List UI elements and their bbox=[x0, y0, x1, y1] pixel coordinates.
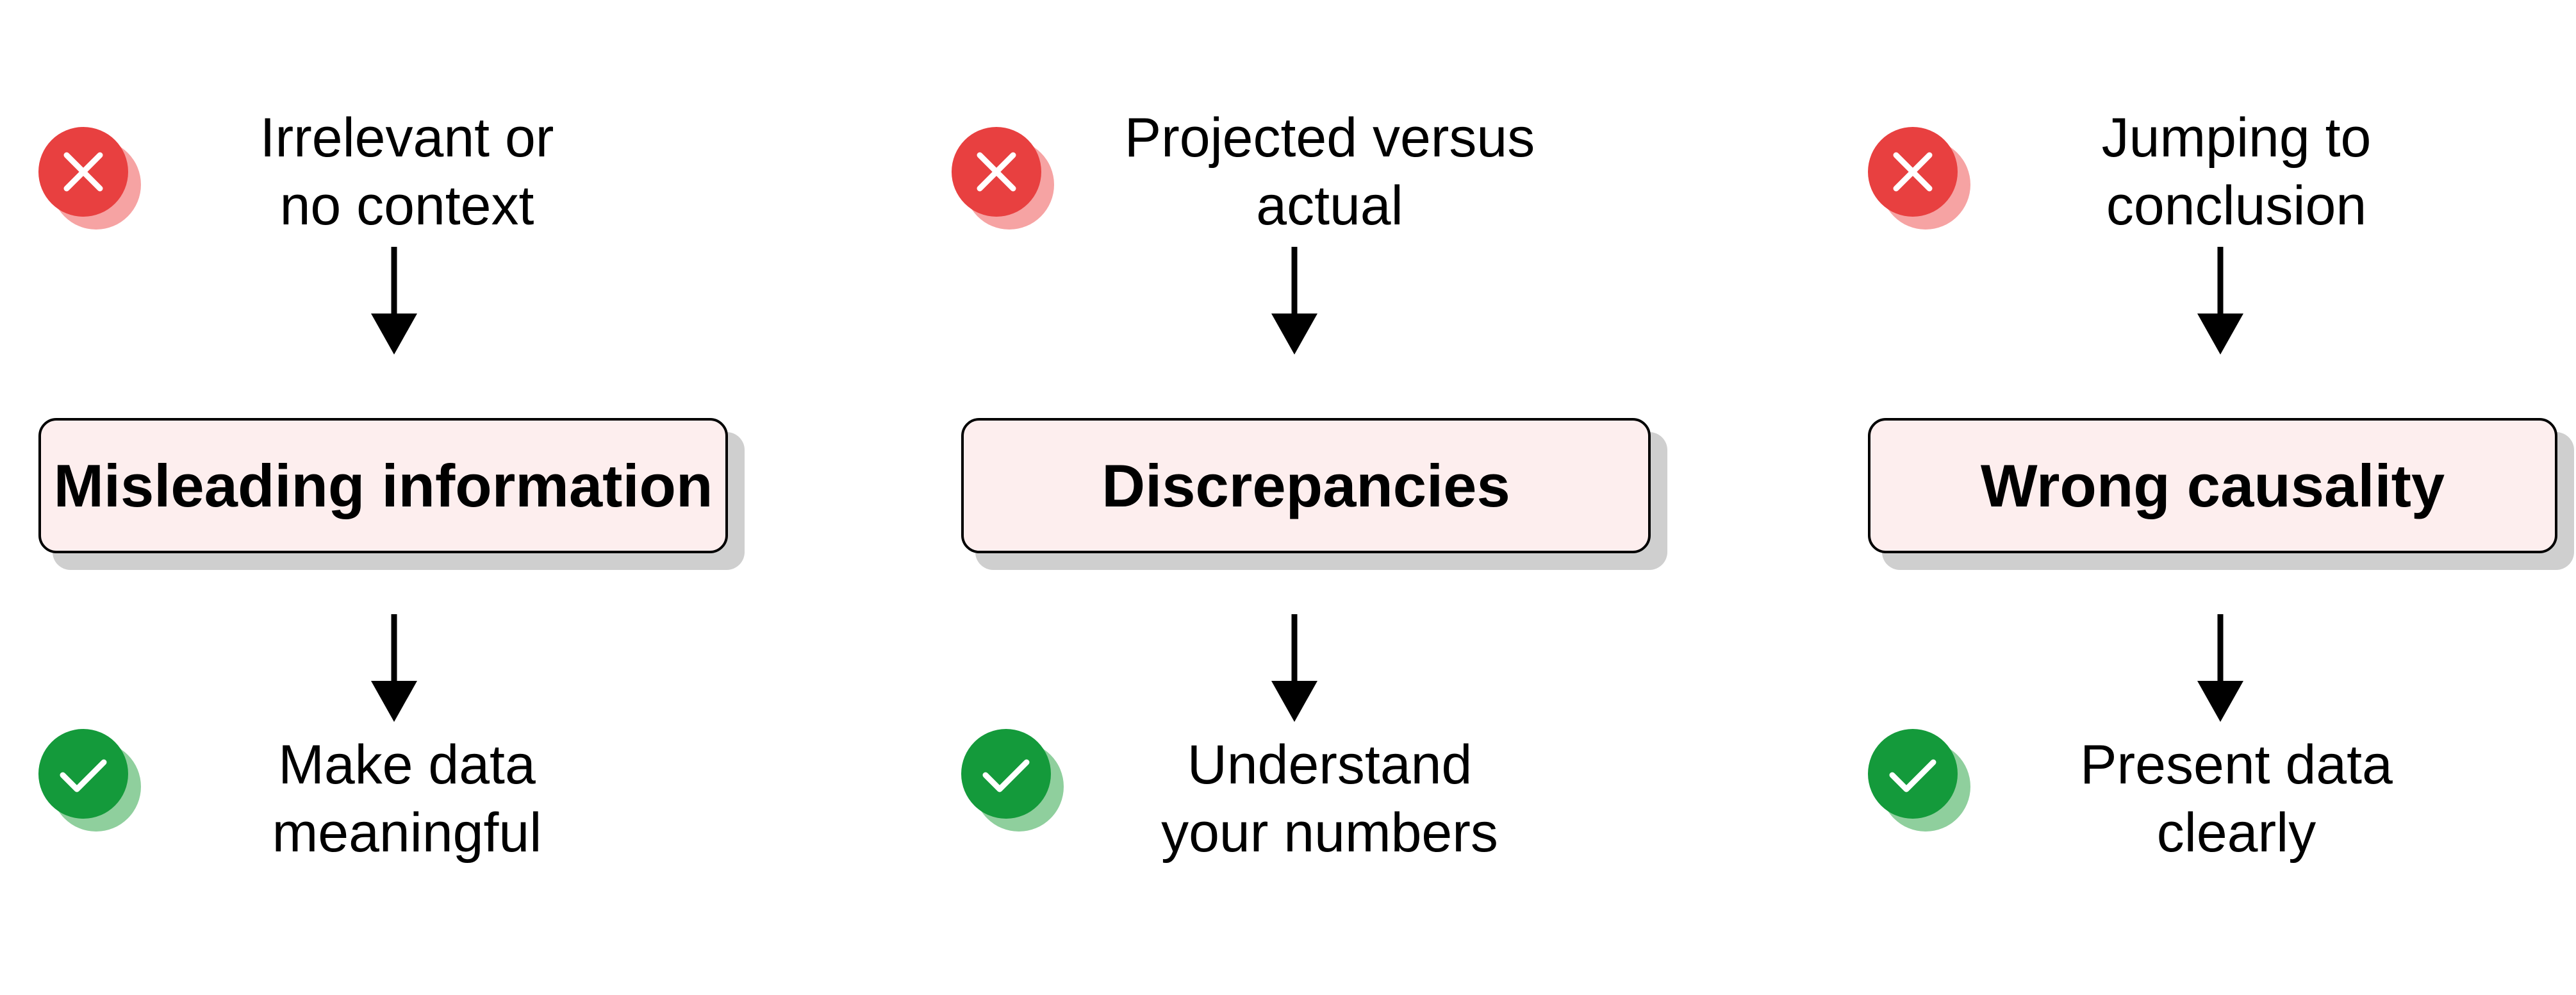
solution-label: Make data meaningful bbox=[272, 734, 542, 864]
arrow-down-icon bbox=[371, 614, 417, 722]
checkmark-icon bbox=[38, 729, 141, 832]
arrow-down-icon bbox=[2197, 247, 2243, 355]
box-title: Wrong causality bbox=[1868, 418, 2557, 553]
box-title: Misleading information bbox=[38, 418, 728, 553]
problem-label: Projected versus actual bbox=[1124, 107, 1535, 237]
checkmark-icon bbox=[1868, 729, 1970, 832]
arrow-down-icon bbox=[2197, 614, 2243, 722]
column-wrong-causality: Jumping to conclusion Wrong causality Pr… bbox=[1868, 0, 2576, 995]
problem-label: Irrelevant or no context bbox=[260, 107, 554, 237]
cross-icon bbox=[952, 127, 1054, 230]
arrow-down-icon bbox=[371, 247, 417, 355]
solution-label: Understand your numbers bbox=[1161, 734, 1498, 864]
problem-label: Jumping to conclusion bbox=[2101, 107, 2372, 237]
arrow-down-icon bbox=[1271, 614, 1317, 722]
column-discrepancies: Projected versus actual Discrepancies Un… bbox=[952, 0, 1698, 995]
arrow-down-icon bbox=[1271, 247, 1317, 355]
checkmark-icon bbox=[961, 729, 1064, 832]
cross-icon bbox=[38, 127, 141, 230]
solution-label: Present data clearly bbox=[2080, 734, 2393, 864]
cross-icon bbox=[1868, 127, 1970, 230]
column-misleading-information: Irrelevant or no context Misleading info… bbox=[38, 0, 775, 995]
box-title: Discrepancies bbox=[961, 418, 1651, 553]
